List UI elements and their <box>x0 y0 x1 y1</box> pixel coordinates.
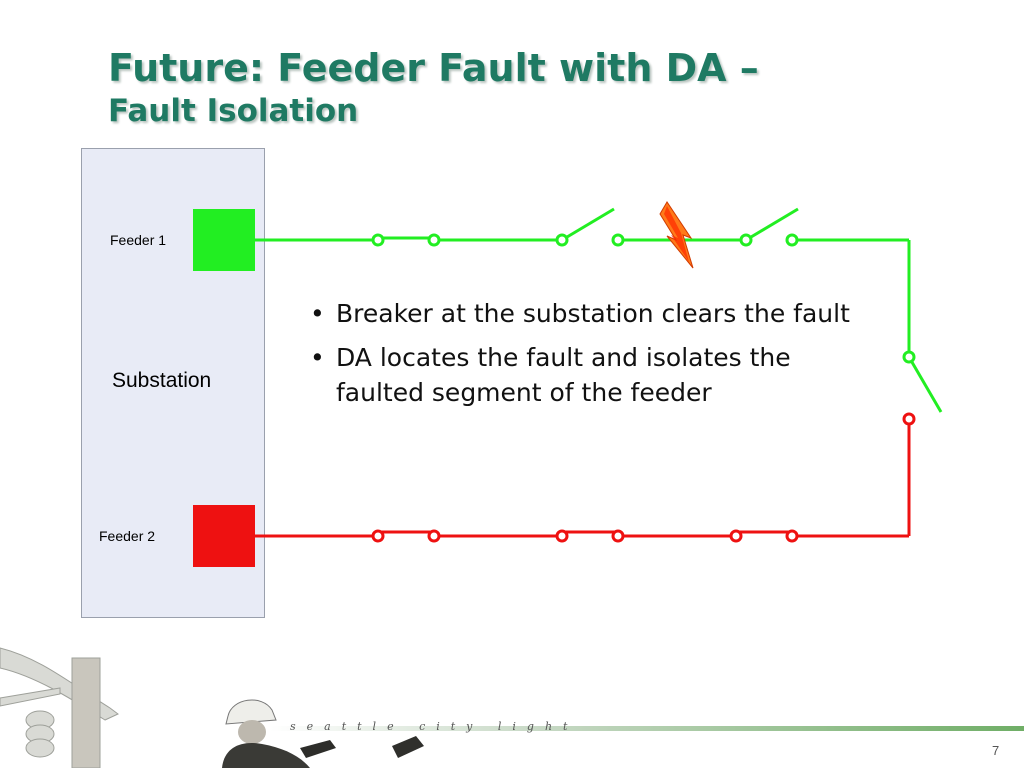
open-switch-f1-3 <box>745 207 799 242</box>
switch-node <box>785 233 799 247</box>
switch-node <box>785 529 799 543</box>
title-line-2: Fault Isolation <box>108 93 359 129</box>
utility-pole-photo <box>0 647 119 768</box>
bullet-item: • Breaker at the substation clears the f… <box>310 296 870 331</box>
bullet-text: DA locates the fault and isolates the fa… <box>336 343 791 407</box>
feeder-2-label: Feeder 2 <box>99 528 156 544</box>
feeder-1-line <box>255 207 943 413</box>
feeder-1-breaker <box>193 209 255 271</box>
feeder-2-breaker <box>193 505 255 567</box>
bullet-text: Breaker at the substation clears the fau… <box>336 299 850 328</box>
feeder-2-line <box>255 420 911 538</box>
switch-node <box>371 233 385 247</box>
switch-node <box>427 233 441 247</box>
fault-lightning-icon <box>659 201 694 269</box>
switch-node <box>902 412 916 426</box>
bullet-list: • Breaker at the substation clears the f… <box>310 296 870 419</box>
title-line-1: Future: Feeder Fault with DA – <box>108 46 759 90</box>
switch-node <box>729 529 743 543</box>
footer-accent-bar <box>270 726 1024 731</box>
open-switch-f1-2 <box>561 207 615 242</box>
switch-node <box>555 233 569 247</box>
switch-node <box>611 233 625 247</box>
slide-title: Future: Feeder Fault with DA – Fault Iso… <box>108 44 759 130</box>
feeder-1-label: Feeder 1 <box>110 232 167 248</box>
switch-node <box>739 233 753 247</box>
page-number: 7 <box>992 743 1000 758</box>
switch-node <box>902 350 916 364</box>
bullet-item: • DA locates the fault and isolates the … <box>310 340 870 410</box>
bullet-dot: • <box>310 343 325 372</box>
switch-node <box>611 529 625 543</box>
substation-label: Substation <box>112 369 212 392</box>
open-tie-switch <box>907 356 943 413</box>
bullet-dot: • <box>310 299 325 328</box>
lineworker-photo <box>222 699 424 768</box>
switch-node <box>427 529 441 543</box>
switch-node <box>371 529 385 543</box>
switch-node <box>555 529 569 543</box>
footer-artwork <box>0 647 1024 768</box>
brand-wordmark: seattle city light <box>290 720 579 733</box>
